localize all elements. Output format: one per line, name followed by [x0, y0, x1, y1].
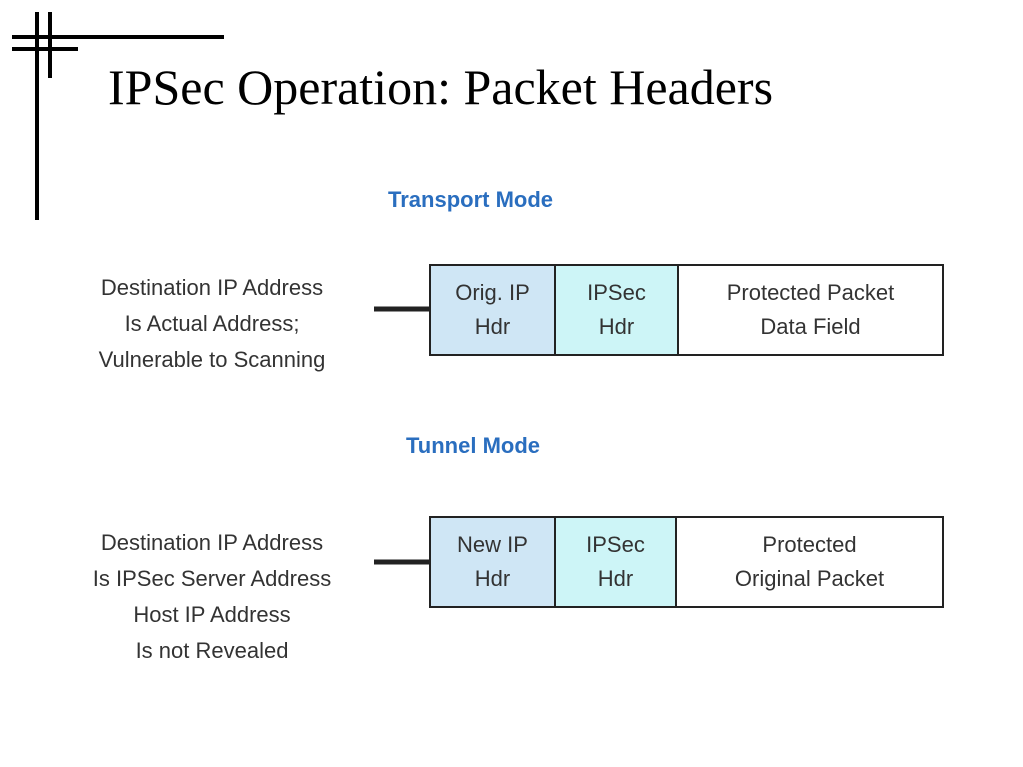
tunnel-mode-label: Tunnel Mode	[406, 433, 541, 458]
transport-description-line: Vulnerable to Scanning	[98, 347, 326, 372]
cell-label-line: Data Field	[760, 314, 861, 339]
decor-horizontal-line-short	[12, 47, 78, 51]
cell-label-line: New IP	[457, 532, 528, 557]
cell-label-line: Original Packet	[734, 566, 885, 591]
transport-ipsec-header-cell: IPSec Hdr	[556, 266, 679, 354]
tunnel-description-line: Is IPSec Server Address	[92, 566, 332, 591]
cell-label-line: Hdr	[598, 314, 635, 339]
tunnel-packet: New IP Hdr IPSec Hdr Protected Original …	[429, 516, 944, 608]
decor-vertical-line-long	[35, 12, 39, 220]
cell-label-line: Hdr	[474, 566, 511, 591]
transport-protected-data-cell: Protected Packet Data Field	[679, 266, 942, 354]
transport-orig-ip-header-cell: Orig. IP Hdr	[431, 266, 556, 354]
cell-label-line: Protected Packet	[726, 280, 895, 305]
tunnel-description-line: Destination IP Address	[100, 530, 324, 555]
tunnel-description-line: Is not Revealed	[135, 638, 289, 663]
cell-label-line: IPSec	[587, 280, 646, 305]
tunnel-new-ip-header-cell: New IP Hdr	[431, 518, 556, 606]
decor-vertical-line-short	[48, 12, 52, 78]
tunnel-description-line: Host IP Address	[133, 602, 291, 627]
tunnel-description: Destination IP Address Is IPSec Server A…	[62, 525, 362, 669]
tunnel-protected-original-cell: Protected Original Packet	[677, 518, 942, 606]
cell-label-line: Hdr	[474, 314, 511, 339]
transport-packet: Orig. IP Hdr IPSec Hdr Protected Packet …	[429, 264, 944, 356]
slide-title: IPSec Operation: Packet Headers	[108, 59, 774, 115]
tunnel-ipsec-header-cell: IPSec Hdr	[556, 518, 677, 606]
decor-horizontal-line-long	[12, 35, 224, 39]
transport-description-line: Is Actual Address;	[124, 311, 300, 336]
transport-description-line: Destination IP Address	[100, 275, 324, 300]
transport-mode-label: Transport Mode	[388, 187, 554, 212]
cell-label-line: Protected	[762, 532, 857, 557]
cell-label-line: Hdr	[597, 566, 634, 591]
cell-label-line: Orig. IP	[455, 280, 530, 305]
cell-label-line: IPSec	[586, 532, 645, 557]
transport-description: Destination IP Address Is Actual Address…	[62, 270, 362, 378]
